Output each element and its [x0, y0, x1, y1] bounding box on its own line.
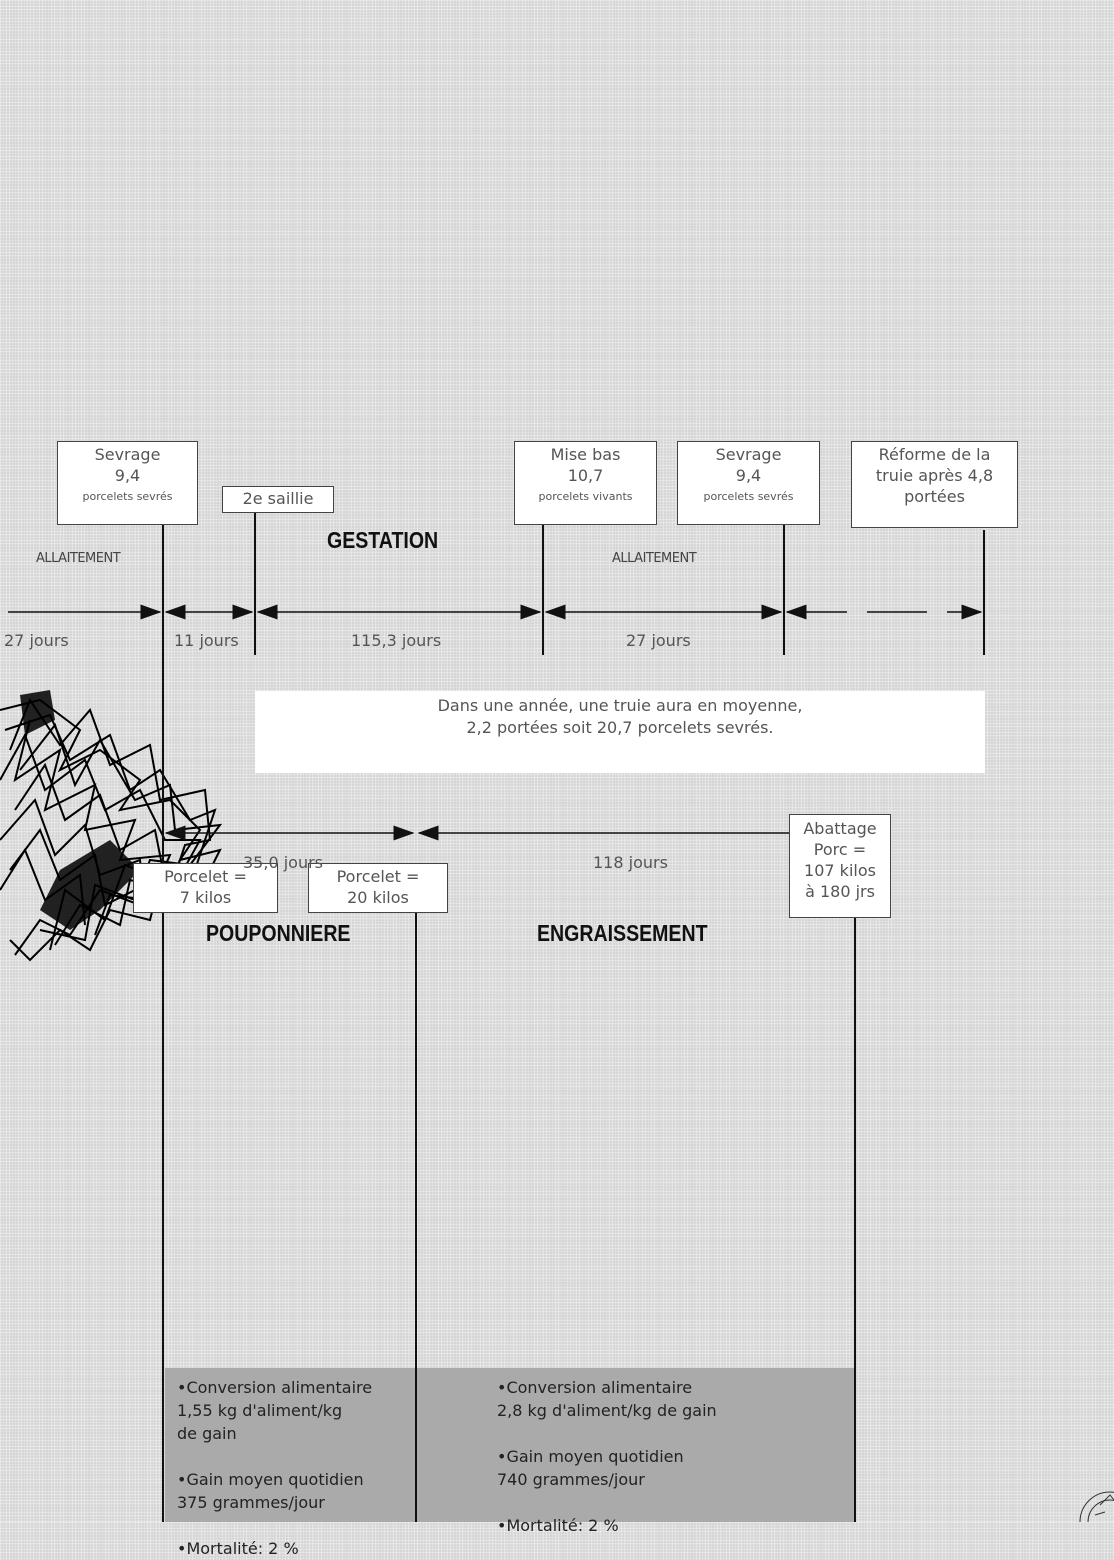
box-sevrage-2-title: Sevrage [715, 445, 782, 464]
stat-mortalite-pouponniere: •Mortalité: 2 % [177, 1539, 299, 1558]
box-2e-saillie-label: 2e saillie [242, 489, 314, 508]
box-abattage-line1: Abattage [803, 819, 877, 838]
box-abattage-line2: Porc = [813, 840, 867, 859]
stat-gain-pouponniere: •Gain moyen quotidien 375 grammes/jour [177, 1470, 364, 1512]
box-porcelet-7-line1: Porcelet = [164, 867, 247, 886]
box-mise-bas-unit: porcelets vivants [538, 490, 633, 503]
phase-pouponniere: POUPONNIERE [206, 920, 351, 946]
duration-27-jours-left: 27 jours [4, 631, 69, 650]
phase-gestation: GESTATION [327, 527, 439, 553]
stat-mortalite-engraissement: •Mortalité: 2 % [497, 1516, 619, 1535]
box-reforme: Réforme de la truie après 4,8 portées [851, 441, 1018, 528]
stats-engraissement: •Conversion alimentaire 2,8 kg d'aliment… [417, 1368, 854, 1535]
box-reforme-line2: truie après 4,8 [875, 466, 994, 485]
box-abattage: Abattage Porc = 107 kilos à 180 jrs [789, 814, 891, 918]
stat-conversion-pouponniere: •Conversion alimentaire 1,55 kg d'alimen… [177, 1378, 373, 1443]
box-sevrage-1-unit: porcelets sevrés [82, 490, 173, 503]
timeline-lines [8, 510, 1114, 1522]
box-mise-bas-value: 10,7 [567, 466, 604, 485]
duration-11-jours: 11 jours [174, 631, 239, 650]
box-porcelet-20-line2: 20 kilos [347, 888, 409, 907]
box-porcelet-20: Porcelet = 20 kilos [308, 863, 448, 913]
box-porcelet-20-line1: Porcelet = [336, 867, 420, 886]
duration-27-jours-right: 27 jours [626, 631, 691, 650]
stat-conversion-engraissement: •Conversion alimentaire 2,8 kg d'aliment… [497, 1378, 717, 1420]
seal-logo [1079, 1491, 1114, 1522]
box-sevrage-1-title: Sevrage [94, 445, 161, 464]
box-sevrage-1-value: 9,4 [114, 466, 141, 485]
box-reforme-line3: portées [904, 487, 965, 506]
stats-pouponniere: •Conversion alimentaire 1,55 kg d'alimen… [165, 1368, 415, 1558]
box-porcelet-7-line2: 7 kilos [179, 888, 232, 907]
summary-line-2: 2,2 portées soit 20,7 porcelets sevrés. [466, 718, 774, 737]
duration-35-jours: 35,0 jours [243, 853, 323, 872]
summary-line-1: Dans une année, une truie aura en moyenn… [437, 696, 803, 715]
box-sevrage-2: Sevrage 9,4 porcelets sevrés [677, 441, 820, 525]
box-sevrage-2-value: 9,4 [735, 466, 762, 485]
box-2e-saillie: 2e saillie [222, 486, 334, 513]
box-abattage-line3: 107 kilos [804, 861, 876, 880]
phase-engraissement: ENGRAISSEMENT [537, 920, 708, 946]
box-mise-bas-title: Mise bas [550, 445, 621, 464]
phase-allaitement-right: ALLAITEMENT [612, 551, 697, 566]
box-sevrage-1: Sevrage 9,4 porcelets sevrés [57, 441, 198, 525]
box-sevrage-2-unit: porcelets sevrés [703, 490, 794, 503]
phase-allaitement-left: ALLAITEMENT [36, 551, 121, 566]
duration-115-jours: 115,3 jours [351, 631, 442, 650]
stat-gain-engraissement: •Gain moyen quotidien 740 grammes/jour [497, 1447, 684, 1489]
box-mise-bas: Mise bas 10,7 porcelets vivants [514, 441, 657, 525]
summary-box: Dans une année, une truie aura en moyenn… [255, 691, 985, 773]
box-reforme-line1: Réforme de la [878, 445, 991, 464]
box-porcelet-7: Porcelet = 7 kilos [133, 863, 278, 913]
box-abattage-line4: à 180 jrs [805, 882, 875, 901]
duration-118-jours: 118 jours [593, 853, 668, 872]
